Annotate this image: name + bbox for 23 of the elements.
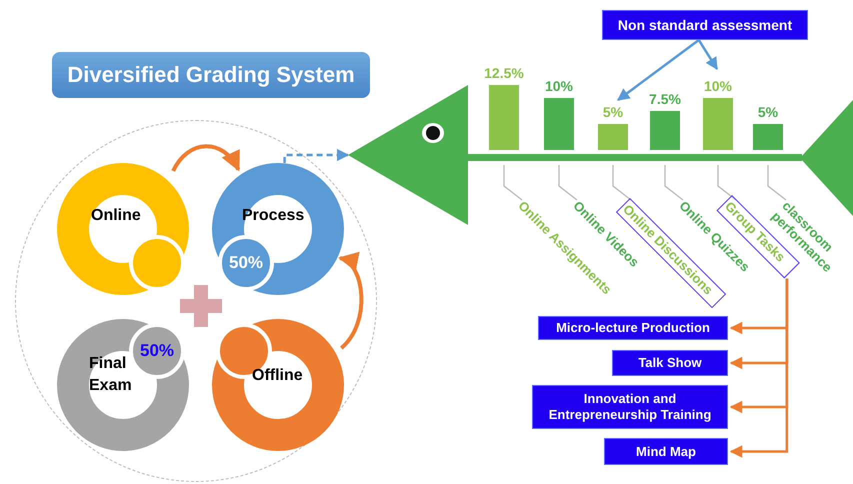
dashed-circle	[15, 120, 377, 482]
ring-label: Online	[91, 206, 141, 226]
value-label: 7.5%	[648, 91, 682, 109]
callout-box: Non standard assessment	[602, 10, 808, 40]
arrow	[283, 148, 350, 163]
arrow	[730, 278, 788, 458]
value-label: 5%	[756, 104, 780, 122]
arrow	[171, 144, 240, 172]
value-label: 10%	[702, 78, 734, 96]
ring-label: Offline	[252, 366, 303, 386]
value-label: 5%	[602, 104, 624, 122]
value-label: 12.5%	[483, 65, 525, 83]
percent-badge: 50%	[218, 235, 274, 291]
percent-badge: 50%	[129, 323, 185, 379]
activity-box: Talk Show	[612, 350, 728, 376]
fish-head	[348, 85, 468, 225]
value-label: 10%	[544, 78, 574, 96]
activity-box: Innovation and Entrepreneurship Training	[532, 385, 728, 429]
arrow	[698, 39, 718, 70]
activity-box: Mind Map	[604, 438, 728, 465]
activity-box: Micro-lecture Production	[538, 316, 728, 340]
arrow	[617, 39, 700, 101]
title-banner: Diversified Grading System	[52, 52, 370, 98]
